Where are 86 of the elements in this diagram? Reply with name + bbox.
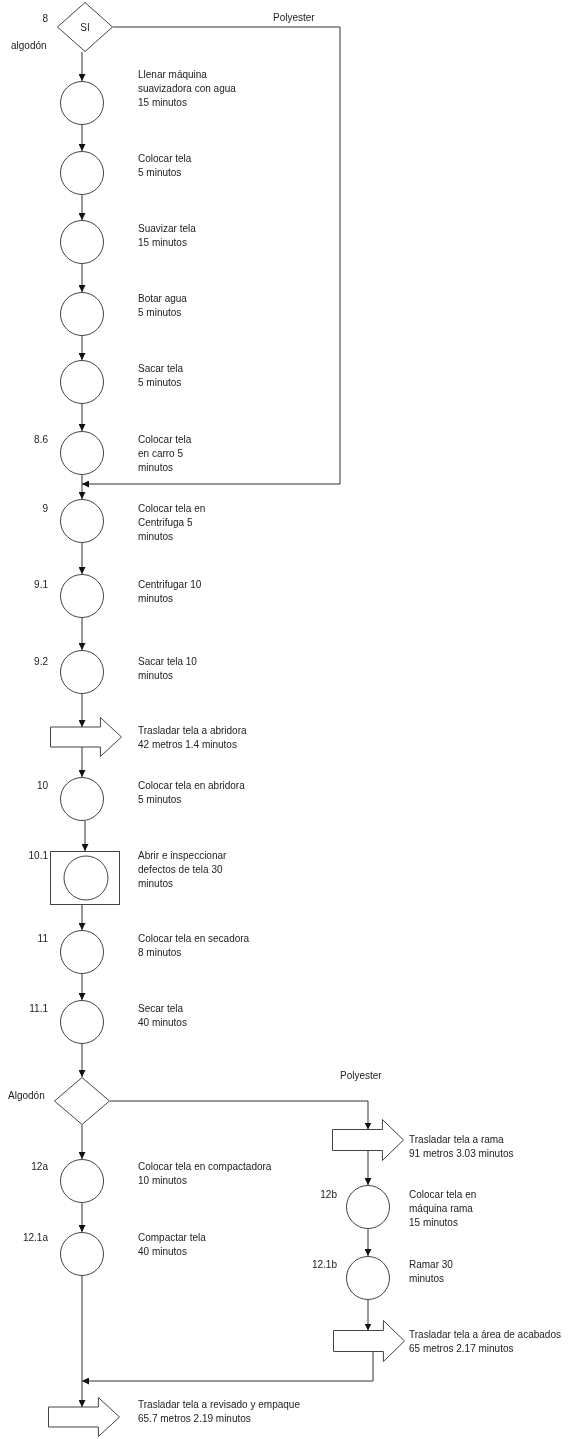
step-number: 12a [30,1160,48,1174]
step-description: Colocar tela en máquina rama 15 minutos [409,1188,478,1230]
step-number: 11.1 [28,1002,48,1016]
step-description: Trasladar tela a área de acabados 65 metros 2.17 minutos [409,1328,562,1356]
step-number: 9.2 [33,655,48,669]
operation-circle [60,1232,104,1276]
flow-arrow [364,1150,372,1186]
flow-arrow [78,474,86,500]
flow-arrow [78,1202,86,1233]
step-description: Botar agua 5 minutos [138,292,188,320]
operation-circle [60,1159,104,1203]
operation-inspection-symbol [50,851,120,905]
step-description: Abrir e inspeccionar defectos de tela 30 minutos [138,849,228,891]
step-description: Colocar tela en compactadora 10 minutos [138,1160,273,1188]
step-description: Ramar 30 minutos [409,1258,454,1286]
step-description: Llenar máquina suavizadora con agua 15 minutos [138,68,237,110]
step-description: Trasladar tela a revisado y empaque 65.7 metros 2.19 minutos [138,1398,301,1426]
flow-arrow [78,1275,86,1408]
transport-symbol [332,1119,404,1161]
step-number: 12.1b [310,1258,337,1272]
flow-arrow [78,1124,86,1160]
step-description: Colocar tela en secadora 8 minutos [138,932,251,960]
operation-circle [346,1256,390,1300]
step-number: 10.1 [27,849,48,863]
flow-arrow [78,51,86,82]
flow-arrow [78,194,86,221]
flow-arrow [78,124,86,152]
step-description: Secar tela 40 minutos [138,1002,188,1030]
operation-circle [60,220,104,264]
flow-arrow [78,973,86,1001]
flow-arrow [78,335,86,361]
operation-circle [60,151,104,195]
flow-arrow [78,746,86,778]
step-description: Colocar tela en Centrifuga 5 minutos [138,502,207,544]
flow-arrow [78,904,86,931]
step-description: Compactar tela 40 minutos [138,1231,207,1259]
flow-arrow [109,1100,372,1130]
operation-circle [60,930,104,974]
operation-circle [60,81,104,125]
operation-circle [60,1000,104,1044]
step-number: 11 [36,932,48,946]
step-number: 9.1 [33,578,48,592]
flow-arrow [364,1299,372,1331]
operation-circle [60,499,104,543]
flow-arrow [81,26,341,488]
step-description: Sacar tela 5 minutos [138,362,185,390]
operation-circle [60,292,104,336]
step-number: 12.1a [21,1231,48,1245]
decision-diamond [54,1077,110,1125]
flow-arrow [78,617,86,651]
transport-symbol [50,717,122,757]
flow-arrow [81,1351,374,1385]
operation-circle [60,360,104,404]
flow-arrow [78,263,86,293]
step-description: Colocar tela en carro 5 minutos [138,433,193,475]
flow-arrow [78,1043,86,1078]
step-number: 8.6 [33,433,48,447]
step-description: Colocar tela en abridora 5 minutos [138,779,246,807]
edge-label: Algodón [8,1090,45,1102]
transport-symbol [48,1397,120,1437]
step-description: Trasladar tela a abridora 42 metros 1.4 minutos [138,724,248,752]
transport-symbol [333,1320,405,1362]
operation-circle [60,431,104,475]
edge-label: Polyester [340,1070,382,1082]
flow-arrow [78,403,86,432]
step-number: 9 [41,502,48,516]
flow-arrow [78,542,86,575]
step-description: Trasladar tela a rama 91 metros 3.03 minutos [409,1133,515,1161]
flow-arrow [364,1228,372,1257]
edge-label: algodón [11,40,47,52]
decision-label: SI [80,21,90,33]
operation-circle [60,777,104,821]
operation-circle [60,574,104,618]
step-number: 10 [35,779,48,793]
operation-circle [346,1185,390,1229]
step-description: Centrifugar 10 minutos [138,578,203,606]
step-description: Sacar tela 10 minutos [138,655,198,683]
operation-circle [60,650,104,694]
decision-diamond [57,2,113,52]
step-number: 8 [41,12,48,26]
edge-label: Polyester [273,12,315,24]
step-number: 12b [319,1188,337,1202]
flow-arrow [78,693,86,728]
step-description: Suavizar tela 15 minutos [138,222,197,250]
flow-arrow [81,820,89,852]
step-description: Colocar tela 5 minutos [138,152,193,180]
